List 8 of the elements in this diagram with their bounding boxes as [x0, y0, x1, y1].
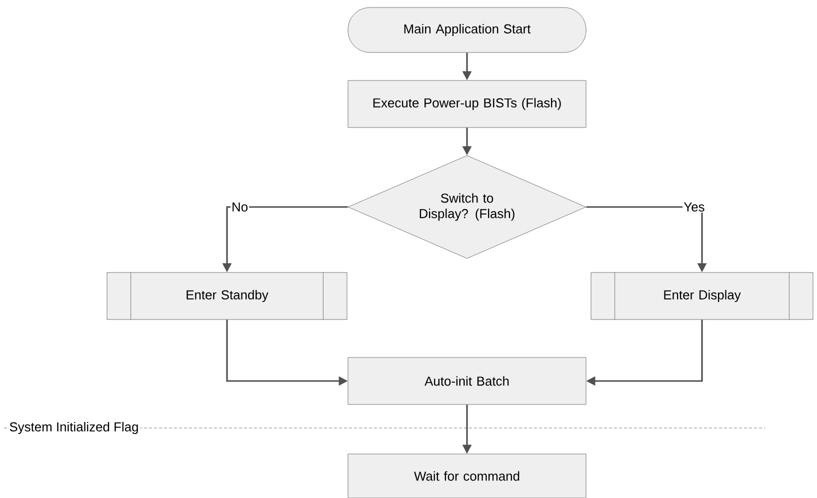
edge-label: Yes — [684, 202, 704, 212]
process-box: Wait for command — [348, 454, 586, 498]
subprocess-box: Enter Standby — [106, 272, 348, 320]
edge-label: No — [232, 202, 248, 212]
process-box: Auto-init Batch — [348, 357, 586, 405]
process-box: Execute Power-up BISTs (Flash) — [348, 80, 586, 128]
flag-label: System Initialized Flag — [10, 422, 138, 434]
subprocess-box: Enter Display — [590, 272, 814, 320]
